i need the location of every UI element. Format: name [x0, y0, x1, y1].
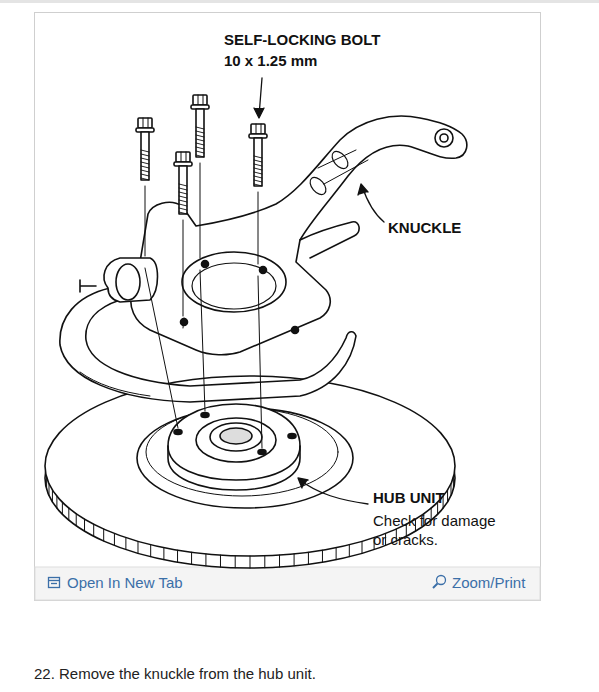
alignment-lines [145, 163, 262, 448]
part-name: SELF-LOCKING BOLT [224, 31, 380, 50]
inspection-note: Check for damage or cracks. [373, 512, 505, 550]
hub-unit [168, 404, 300, 490]
leader-lines [254, 78, 384, 504]
steering-knuckle [80, 116, 467, 355]
self-locking-bolts [136, 95, 267, 214]
page-strip [0, 0, 599, 3]
figure-frame [35, 13, 541, 601]
toolbar-link: Zoom/Print [452, 574, 525, 593]
dimension: 10 x 1.25 mm [224, 52, 317, 71]
step-caption: 22. Remove the knuckle from the hub unit… [34, 665, 316, 684]
toolbar-link: Open In New Tab [67, 574, 183, 593]
part-name: KNUCKLE [388, 219, 461, 238]
figure-toolbar [35, 567, 540, 600]
part-name: HUB UNIT [373, 489, 445, 508]
